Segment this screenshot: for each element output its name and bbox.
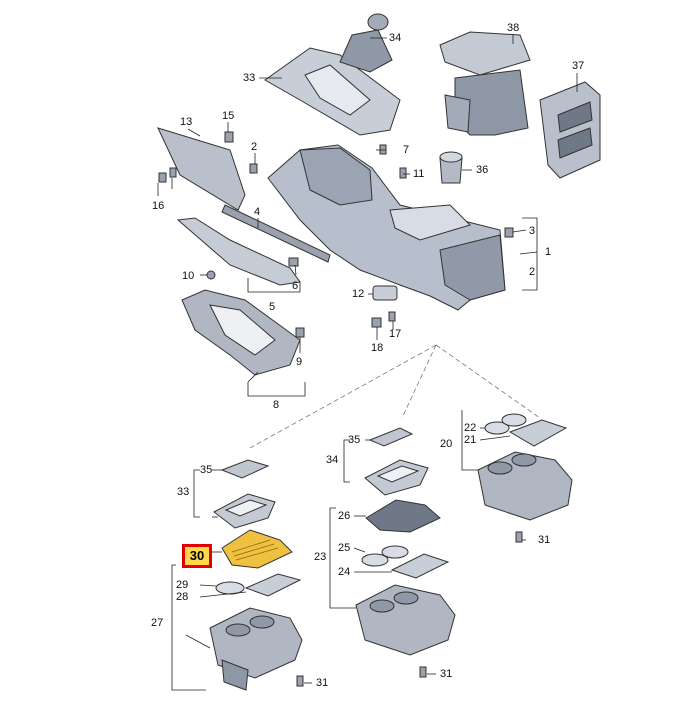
callout-4: 4 [254,206,261,218]
callout-27: 27 [151,617,164,629]
cover-plate-part [372,285,398,301]
callout-23: 23 [314,551,327,563]
callout-17: 17 [389,328,402,340]
cupholder-insert-part [439,151,463,184]
callout-15: 15 [222,110,235,122]
callout-11: 11 [413,168,425,180]
mat-24-part [390,553,450,579]
callout-5: 5 [269,301,276,313]
callout-20: 20 [440,438,453,450]
cup-liner-29-part [215,581,245,595]
bolt-part [388,311,396,322]
tray-insert-33-part [220,459,270,479]
callout-18: 18 [371,342,384,354]
callout-9: 9 [296,356,303,368]
callout-31-left: 31 [316,677,329,689]
callout-36: 34 [389,32,402,44]
shift-trim-part [264,47,401,136]
callout-16: 16 [152,200,165,212]
clip-part [224,131,234,143]
callout-29: 29 [176,579,189,591]
cup-liner-22-part [484,413,527,435]
rear-vent-panel-part [539,81,601,179]
clip-part [295,327,305,338]
callout-1: 1 [545,246,552,258]
tray-30-highlighted-part [221,529,293,569]
callout-33-mid: 35 [348,434,361,446]
callout-7: 7 [403,144,410,156]
tray-32-part [213,493,276,529]
nut-part [206,270,216,280]
mat-21-part [508,419,568,447]
callout-13: 13 [180,116,193,128]
callout-33-left: 35 [200,464,213,476]
callout-21: 21 [464,434,477,446]
lower-trim-part [176,217,301,286]
callout-35: 33 [243,72,256,84]
cap-part [371,317,382,328]
clip-part [504,227,514,238]
bolt-part [379,144,387,155]
cupholder-base-20-part [477,451,573,521]
bolt-31-part [419,666,427,678]
callout-31-mid: 31 [440,668,453,680]
callout-22: 22 [464,422,477,434]
callout-12: 12 [352,288,365,300]
callout-2: 2 [529,266,536,278]
callout-3: 3 [529,225,536,237]
side-trim-left-part [157,127,246,211]
callout-34: 36 [476,164,489,176]
cup-liner-25-part [361,545,409,567]
bolt-31-part [296,675,304,687]
callout-10: 10 [182,270,195,282]
callout-24: 24 [338,566,351,578]
armrest-part [439,31,531,136]
console-frame-part [181,289,301,376]
callout-2-top: 2 [251,141,258,153]
callout-25: 25 [338,542,351,554]
console-body-part [267,144,506,311]
callout-30-highlighted[interactable]: 30 [182,544,212,568]
mat-28-part [244,573,302,597]
callout-26: 26 [338,510,351,522]
tray-26-part [365,499,441,533]
callout-38: 38 [507,22,520,34]
gear-knob-part [339,13,393,73]
tray-32b-part [364,459,429,496]
bolt-part [399,167,407,179]
clip-part [158,172,167,183]
bolt-part [169,167,177,178]
callout-32-left: 33 [177,486,190,498]
clip-part [249,163,258,174]
side-strip-part [221,204,331,263]
cupholder-base-27-part [209,607,303,691]
clip-part [288,257,299,267]
callout-37: 37 [572,60,585,72]
callout-6: 6 [292,280,299,292]
cupholder-base-23-part [355,584,456,656]
bolt-31-part [515,531,523,543]
callout-8: 8 [273,399,280,411]
tray-insert-33b-part [368,427,414,447]
callout-32-mid: 34 [326,454,339,466]
callout-28: 28 [176,591,189,603]
callout-31-right: 31 [538,534,551,546]
